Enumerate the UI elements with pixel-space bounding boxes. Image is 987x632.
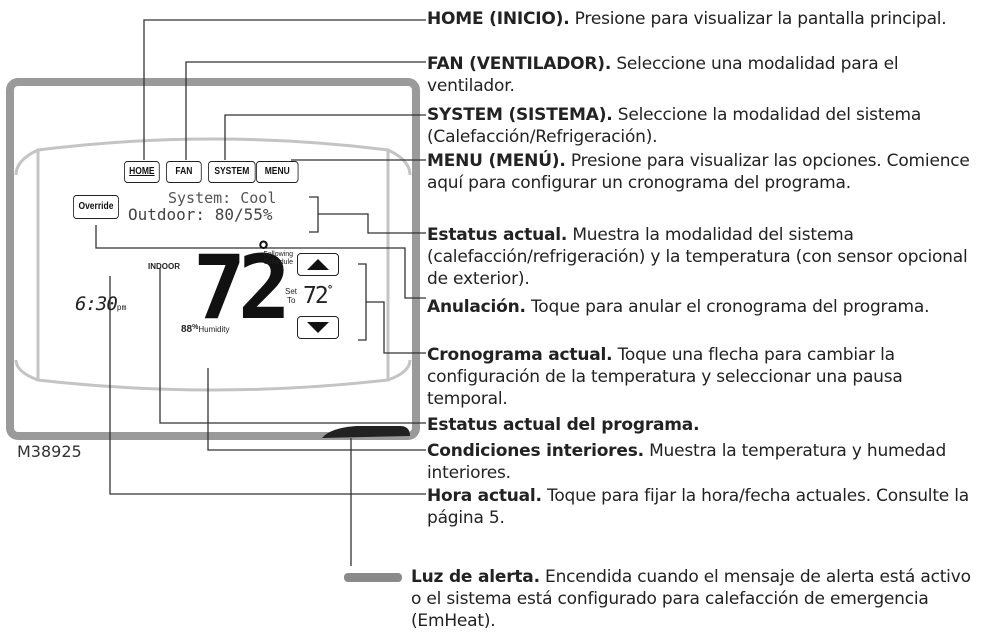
callout-program: Estatus actual del programa. xyxy=(427,414,983,436)
outdoor-status: Outdoor: 80/55% xyxy=(128,205,273,224)
humidity-unit: % xyxy=(192,324,199,331)
callout-status-text: Muestra la modalidad del sistema (calefa… xyxy=(427,225,968,289)
current-time[interactable]: 6:30pm xyxy=(75,293,126,315)
status-leader xyxy=(318,213,426,234)
following-schedule-label: Following Schedule xyxy=(263,251,293,267)
callout-override-text: Toque para anular el cronograma del prog… xyxy=(525,297,930,317)
arrow-up-icon xyxy=(307,259,329,270)
callout-home-title: HOME (INICIO). xyxy=(427,9,570,29)
humidity-value: 88 xyxy=(181,324,193,335)
fan-leader xyxy=(185,61,426,160)
callout-alert-title: Luz de alerta. xyxy=(411,567,540,587)
system-leader xyxy=(224,114,426,160)
alert-light-icon xyxy=(344,573,402,582)
callout-schedule-title: Cronograma actual. xyxy=(427,345,613,365)
override-leader xyxy=(95,225,426,299)
callout-indoor: Condiciones interiores. Muestra la tempe… xyxy=(427,440,983,484)
fan-button[interactable]: FAN xyxy=(166,161,202,183)
set-temp-degree: ° xyxy=(326,283,333,296)
menu-button[interactable]: MENU xyxy=(256,161,299,183)
callout-time-text: Toque para fijar la hora/fecha actuales.… xyxy=(427,486,969,528)
system-status: System: Cool xyxy=(168,189,277,207)
thermostat-case xyxy=(6,78,420,440)
callout-system-title: SYSTEM (SISTEMA). xyxy=(427,105,613,125)
callout-override: Anulación. Toque para anular el cronogra… xyxy=(427,296,983,318)
system-button[interactable]: SYSTEM xyxy=(208,161,256,183)
override-button[interactable]: Override xyxy=(73,195,119,219)
set-temp-value: 72 xyxy=(303,283,329,309)
following-line2: Schedule xyxy=(263,259,293,266)
callout-status: Estatus actual. Muestra la modalidad del… xyxy=(427,224,983,290)
arrow-down-icon xyxy=(307,322,329,333)
figure-id: M38925 xyxy=(17,442,82,461)
indoor-degree: ° xyxy=(257,237,270,267)
callout-menu-title: MENU (MENÚ). xyxy=(427,151,566,171)
set-to-label: Set To xyxy=(285,287,297,305)
callout-fan-title: FAN (VENTILADOR). xyxy=(427,54,612,74)
callout-indoor-text: Muestra la temperatura y humedad interio… xyxy=(427,441,947,483)
callout-schedule: Cronograma actual. Toque una flecha para… xyxy=(427,344,983,410)
home-button[interactable]: HOME xyxy=(124,161,160,183)
callout-time-title: Hora actual. xyxy=(427,486,542,506)
indoor-label: INDOOR xyxy=(148,262,180,271)
callout-system: SYSTEM (SISTEMA). Seleccione la modalida… xyxy=(427,104,983,148)
indoor-temp-digits: 72 xyxy=(193,236,284,339)
callout-home: HOME (INICIO). Presione para visualizar … xyxy=(427,8,983,30)
home-leader xyxy=(143,19,426,160)
callout-status-title: Estatus actual. xyxy=(427,225,568,245)
set-temp: 72° xyxy=(303,283,333,309)
callout-menu: MENU (MENÚ). Presione para visualizar la… xyxy=(427,150,983,194)
callout-system-text: Seleccione la modalidad del sistema (Cal… xyxy=(427,105,922,147)
following-line1: Following xyxy=(263,251,293,258)
callout-time: Hora actual. Toque para fijar la hora/fe… xyxy=(427,485,983,529)
callout-fan: FAN (VENTILADOR). Seleccione una modalid… xyxy=(427,53,983,97)
indoor-leader xyxy=(207,368,426,451)
callout-indoor-title: Condiciones interiores. xyxy=(427,441,644,461)
callout-menu-text: Presione para visualizar las opciones. C… xyxy=(427,151,970,193)
time-leader xyxy=(109,276,426,495)
callout-fan-text: Seleccione una modalidad para el ventila… xyxy=(427,54,899,96)
humidity-label: Humidity xyxy=(198,325,230,334)
time-value: 6:30 xyxy=(75,293,118,315)
set-line1: Set xyxy=(285,287,298,296)
callout-alert: Luz de alerta. Encendida cuando el mensa… xyxy=(411,566,981,632)
program-leader xyxy=(159,268,426,424)
callout-program-title: Estatus actual del programa. xyxy=(427,415,700,435)
callout-home-text: Presione para visualizar la pantalla pri… xyxy=(569,9,947,29)
callout-override-title: Anulación. xyxy=(427,297,526,317)
callout-schedule-text: Toque una flecha para cambiar la configu… xyxy=(427,345,903,409)
humidity-readout: 88%Humidity xyxy=(181,324,229,335)
temp-up-button[interactable] xyxy=(297,253,339,276)
thermostat-diagram: 72 ° xyxy=(6,19,426,582)
time-suffix: pm xyxy=(116,303,127,312)
set-line2: To xyxy=(287,296,296,305)
schedule-leader xyxy=(366,301,426,354)
alert-light xyxy=(322,426,410,438)
temp-down-button[interactable] xyxy=(297,316,339,339)
